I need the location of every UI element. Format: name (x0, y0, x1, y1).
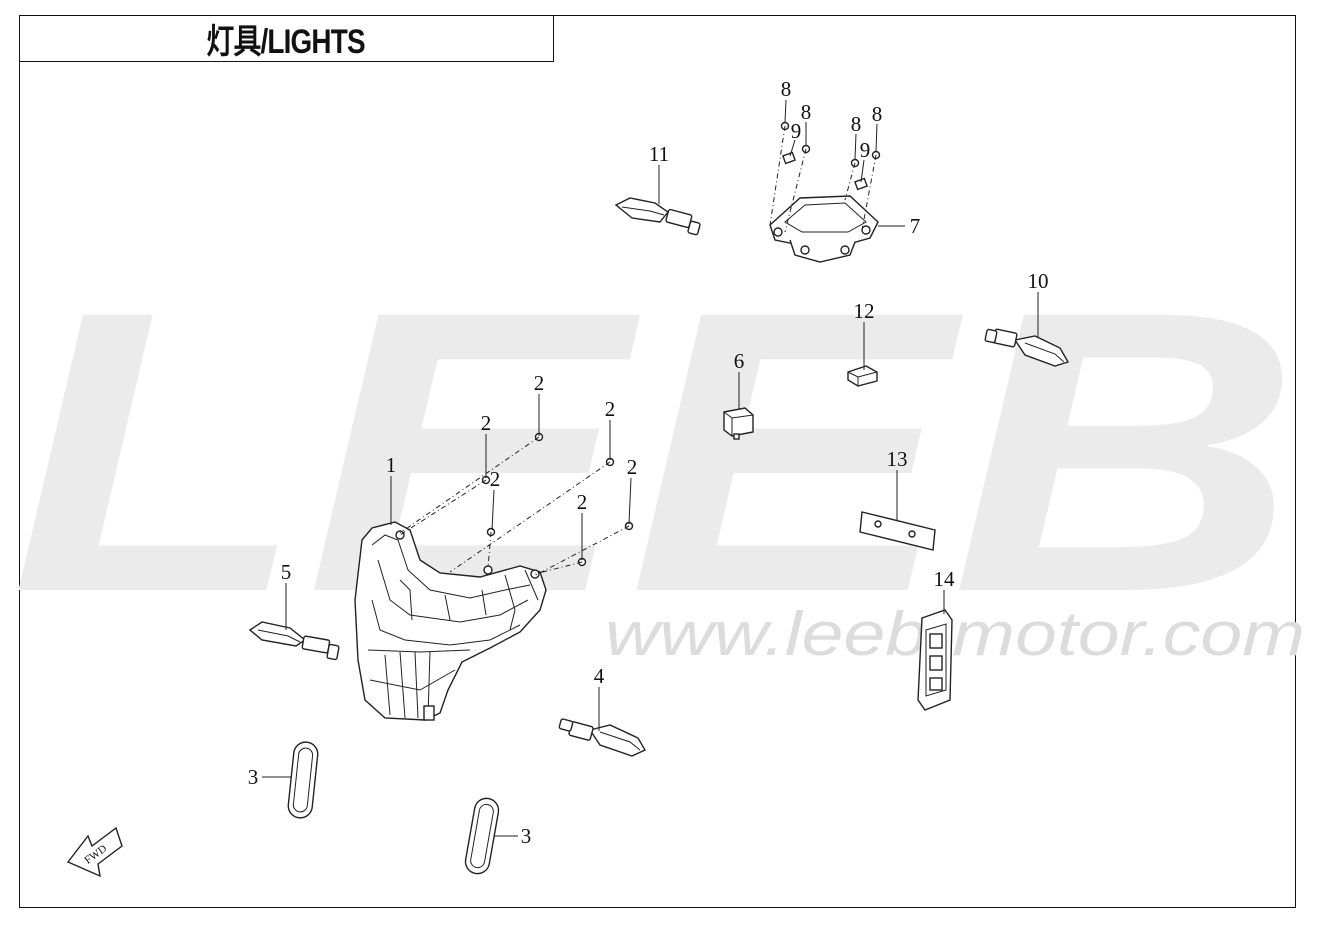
watermark-brand: LEEB (10, 228, 1300, 675)
part-14-switch (917, 609, 953, 711)
part-1-headlight (354, 521, 547, 721)
callout-3: 3 (521, 824, 532, 848)
fwd-arrow-icon: FWD (66, 826, 123, 878)
callout-13: 13 (887, 447, 908, 471)
callout-numbers: 1 2 2 2 2 2 2 3 3 4 5 6 7 8 8 8 8 9 9 10… (248, 77, 1049, 848)
callout-2: 2 (577, 490, 588, 514)
part-4-turn-signal (558, 718, 646, 757)
part-2-screws (399, 432, 634, 576)
callout-2: 2 (605, 397, 616, 421)
callout-leaders (262, 99, 1039, 837)
drawing-frame (19, 15, 1296, 908)
part-12-connector (847, 365, 878, 387)
callout-1: 1 (386, 453, 397, 477)
callout-2: 2 (627, 455, 638, 479)
callout-7: 7 (910, 214, 921, 238)
callout-8: 8 (851, 112, 862, 136)
part-7-bracket (769, 195, 905, 263)
callout-6: 6 (734, 349, 745, 373)
watermark-url: www.leeb-motor.com (605, 600, 1305, 669)
callout-5: 5 (281, 560, 292, 584)
callout-8: 8 (872, 102, 883, 126)
part-8-9-fasteners (769, 121, 881, 233)
watermark: LEEB www.leeb-motor.com (10, 228, 1305, 675)
part-13-plate (859, 511, 936, 551)
callout-8: 8 (781, 77, 792, 101)
callout-2: 2 (490, 467, 501, 491)
part-3-reflectors (287, 741, 500, 875)
callout-11: 11 (649, 142, 669, 166)
part-5-turn-signal (248, 621, 340, 661)
callout-12: 12 (854, 299, 875, 323)
part-11-turn-signal (614, 197, 701, 236)
page-title: 灯具/LIGHTS (206, 22, 366, 61)
callout-2: 2 (481, 411, 492, 435)
callout-9: 9 (791, 119, 802, 143)
callout-10: 10 (1028, 269, 1049, 293)
part-6-relay (723, 407, 754, 440)
callout-14: 14 (934, 567, 956, 591)
callout-9: 9 (860, 138, 871, 162)
callout-4: 4 (594, 664, 605, 688)
callout-3: 3 (248, 765, 259, 789)
callout-2: 2 (534, 371, 545, 395)
part-10-turn-signal (984, 328, 1070, 367)
callout-8: 8 (801, 100, 812, 124)
title-block: 灯具/LIGHTS (19, 15, 554, 62)
